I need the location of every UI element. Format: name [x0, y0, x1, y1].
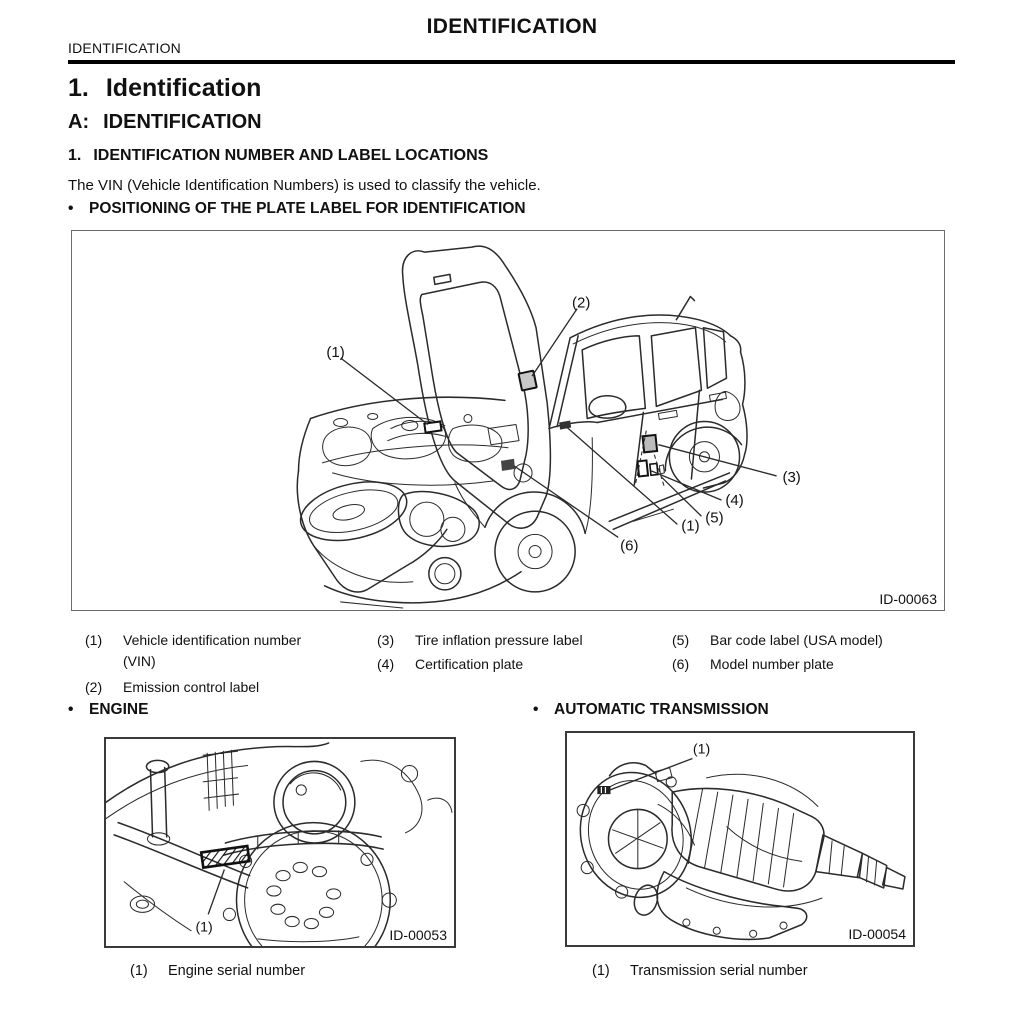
main-figure: (1) (2) (3) (4) (5) (1) (6) ID-00063	[71, 230, 945, 611]
figure-id-engine: ID-00053	[389, 927, 447, 943]
model-number-plate	[500, 458, 516, 471]
transmission-leader-line	[609, 757, 693, 791]
legend-item-label: Vehicle identification number	[123, 632, 302, 648]
car-body	[548, 295, 748, 531]
engine-leader-line	[207, 869, 225, 915]
tire-pressure-label	[641, 433, 659, 454]
transmission-illustration: (1)	[576, 741, 906, 941]
engine-figure: (1) ID-00053	[104, 737, 456, 948]
callout-2: (2)	[572, 295, 590, 312]
callout-4: (4)	[725, 492, 743, 509]
positioning-heading-label: POSITIONING OF THE PLATE LABEL FOR IDENT…	[89, 200, 526, 217]
engine-caption-num: (1)	[130, 963, 148, 979]
callout-5: (5)	[705, 509, 723, 526]
door-mirror	[588, 395, 627, 419]
callout-1-hood: (1)	[326, 344, 344, 361]
bullet-icon: •	[533, 701, 539, 718]
transmission-caption-num: (1)	[592, 963, 610, 979]
section-title: Identification	[105, 74, 262, 102]
bullet-icon: •	[68, 701, 74, 718]
engine-caption: Engine serial number	[168, 963, 306, 979]
transmission-line-art	[576, 762, 906, 941]
legend-item-num: (6)	[672, 656, 690, 672]
legend-item-num: (5)	[672, 632, 690, 648]
grille-logo	[332, 504, 365, 521]
transmission-callout-1: (1)	[693, 741, 710, 757]
transmission-figure: (1) ID-00054	[565, 731, 915, 947]
callout-1-door: (1)	[681, 517, 699, 534]
sub2-number: 1.	[68, 147, 82, 164]
legend-item-num: (3)	[377, 632, 395, 648]
callouts: (1) (2) (3) (4) (5) (1) (6)	[326, 295, 800, 555]
label-plates	[401, 419, 665, 488]
legend-item-label: Model number plate	[710, 656, 834, 672]
running-header-left: IDENTIFICATION	[68, 40, 181, 56]
legend-item-label: Tire inflation pressure label	[415, 632, 583, 648]
intro-text: The VIN (Vehicle Identification Numbers)…	[68, 177, 541, 194]
section-heading: 1. Identification	[68, 74, 261, 103]
transmission-heading-label: AUTOMATIC TRANSMISSION	[554, 701, 769, 718]
legend-item-label: Emission control label	[123, 679, 260, 695]
engine-serial-plate	[199, 844, 251, 870]
transmission-heading: • AUTOMATIC TRANSMISSION	[533, 701, 769, 719]
bullet-icon: •	[68, 200, 74, 217]
legend-item-label: (VIN)	[123, 653, 156, 669]
legend-item-num: (1)	[85, 632, 103, 648]
figure-id-main: ID-00063	[879, 591, 937, 607]
sub2-heading: 1. IDENTIFICATION NUMBER AND LABEL LOCATI…	[68, 147, 488, 165]
flywheel-bolts	[266, 861, 342, 930]
car-wheels	[340, 420, 743, 609]
figure-id-transmission: ID-00054	[848, 926, 906, 942]
car-hood	[401, 245, 552, 529]
legend-item-num: (4)	[377, 656, 395, 672]
section-number: 1.	[68, 74, 89, 102]
car-front-end	[296, 396, 593, 604]
engine-heading-label: ENGINE	[89, 701, 149, 718]
vin-plate	[423, 420, 443, 434]
subsection-letter: A:	[68, 111, 90, 133]
engine-callout-1: (1)	[195, 920, 212, 936]
leader-lines	[340, 308, 777, 538]
sub2-title: IDENTIFICATION NUMBER AND LABEL LOCATION…	[93, 147, 489, 164]
legend-item-num: (2)	[85, 679, 103, 695]
running-header-center: IDENTIFICATION	[426, 15, 598, 38]
transmission-serial-plate	[597, 786, 611, 795]
engine-line-art	[106, 742, 453, 946]
engine-illustration: (1)	[106, 742, 453, 946]
callout-3: (3)	[782, 469, 800, 486]
cowl-vin-plate	[559, 420, 572, 430]
transmission-caption: Transmission serial number	[630, 963, 808, 979]
header-rule	[68, 60, 955, 64]
legend-item-label: Bar code label (USA model)	[710, 632, 883, 648]
callout-6: (6)	[620, 537, 638, 554]
subsection-heading: A: IDENTIFICATION	[68, 111, 262, 134]
car-illustration: (1) (2) (3) (4) (5) (1) (6)	[296, 245, 801, 609]
engine-heading: • ENGINE	[68, 701, 148, 719]
subsection-title: IDENTIFICATION	[103, 111, 262, 133]
positioning-heading: • POSITIONING OF THE PLATE LABEL FOR IDEN…	[68, 200, 526, 218]
legend-item-label: Certification plate	[415, 656, 524, 672]
